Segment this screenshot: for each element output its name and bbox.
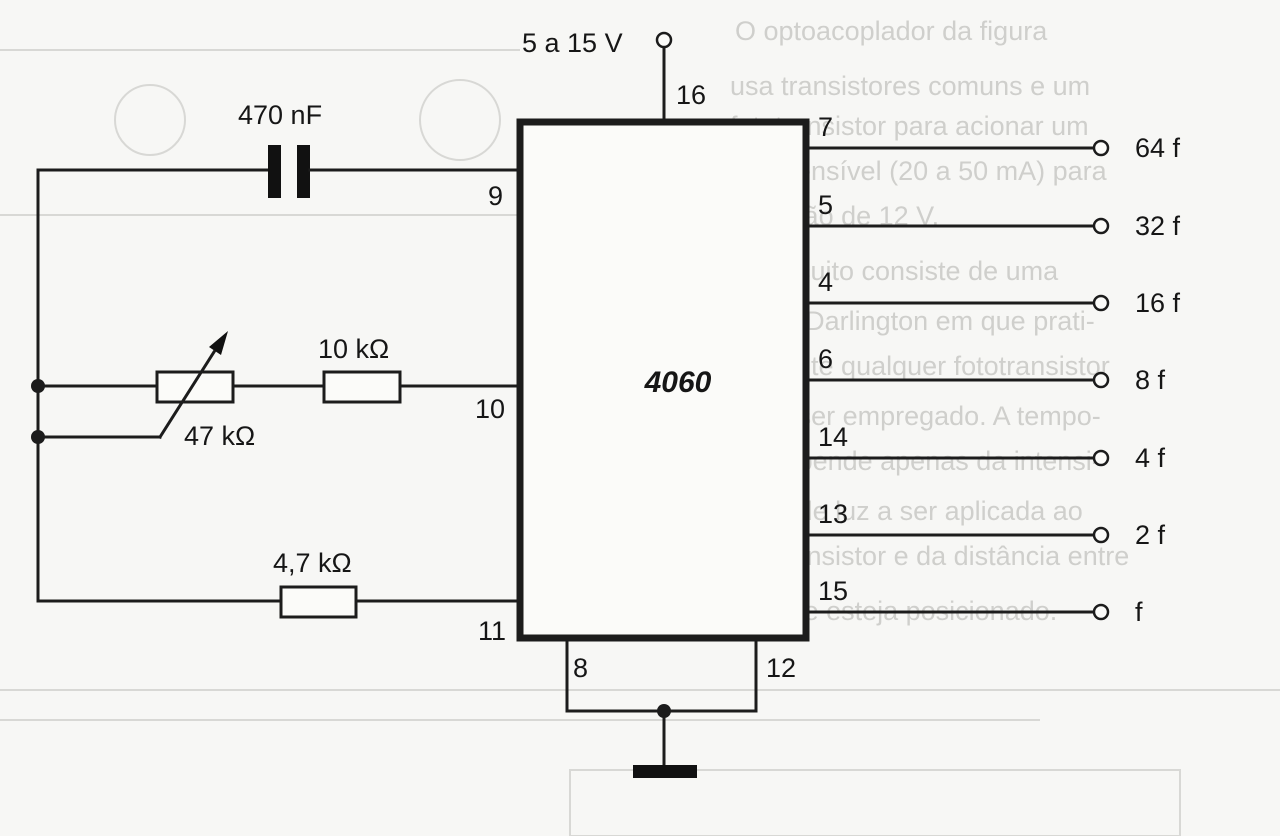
output-frequency-label: 8 f bbox=[1135, 365, 1166, 395]
resistor-4k7-label: 4,7 kΩ bbox=[273, 548, 352, 578]
output-row: 7 64 f bbox=[804, 112, 1181, 163]
output-row: 4 16 f bbox=[804, 267, 1181, 318]
output-row: 5 32 f bbox=[804, 190, 1181, 241]
resistor-10k bbox=[322, 370, 522, 404]
output-frequency-label: 4 f bbox=[1135, 443, 1166, 473]
pin-11-label: 11 bbox=[478, 616, 506, 646]
output-frequency-label: 32 f bbox=[1135, 211, 1181, 241]
pin-12-label: 12 bbox=[766, 653, 796, 683]
junction-dot bbox=[31, 430, 45, 444]
ground-symbol bbox=[633, 765, 697, 778]
output-pin-label: 5 bbox=[818, 190, 833, 220]
output-pin-label: 13 bbox=[818, 499, 848, 529]
supply-terminal bbox=[655, 31, 673, 124]
junction-dot bbox=[31, 379, 45, 393]
svg-text:O optoacoplador da figura: O optoacoplador da figura bbox=[735, 16, 1048, 46]
resistor-4k7 bbox=[36, 585, 522, 619]
output-pin-label: 7 bbox=[818, 112, 833, 142]
pin-8-label: 8 bbox=[573, 653, 588, 683]
output-pin-label: 14 bbox=[818, 422, 848, 452]
capacitor-470nf bbox=[36, 145, 522, 198]
output-frequency-label: f bbox=[1135, 597, 1143, 627]
output-frequency-label: 16 f bbox=[1135, 288, 1181, 318]
pin-9-label: 9 bbox=[488, 181, 503, 211]
output-row: 14 4 f bbox=[804, 422, 1166, 473]
supply-pin-label: 16 bbox=[676, 80, 706, 110]
output-row: 6 8 f bbox=[804, 344, 1166, 395]
output-pin-label: 6 bbox=[818, 344, 833, 374]
ground-connection bbox=[565, 636, 758, 778]
output-frequency-label: 2 f bbox=[1135, 520, 1166, 550]
potentiometer-label: 47 kΩ bbox=[184, 421, 255, 451]
output-pin-label: 15 bbox=[818, 576, 848, 606]
potentiometer-47k bbox=[36, 331, 326, 440]
output-frequency-label: 64 f bbox=[1135, 133, 1181, 163]
resistor-10k-label: 10 kΩ bbox=[318, 334, 389, 364]
supply-label: 5 a 15 V bbox=[522, 28, 623, 58]
output-pin-label: 4 bbox=[818, 267, 833, 297]
output-row: 15 f bbox=[804, 576, 1143, 627]
capacitor-label: 470 nF bbox=[238, 100, 322, 130]
output-row: 13 2 f bbox=[804, 499, 1166, 550]
ic-name: 4060 bbox=[644, 366, 712, 399]
pin-10-label: 10 bbox=[475, 394, 505, 424]
svg-text:usa transistores comuns e um: usa transistores comuns e um bbox=[730, 71, 1090, 101]
